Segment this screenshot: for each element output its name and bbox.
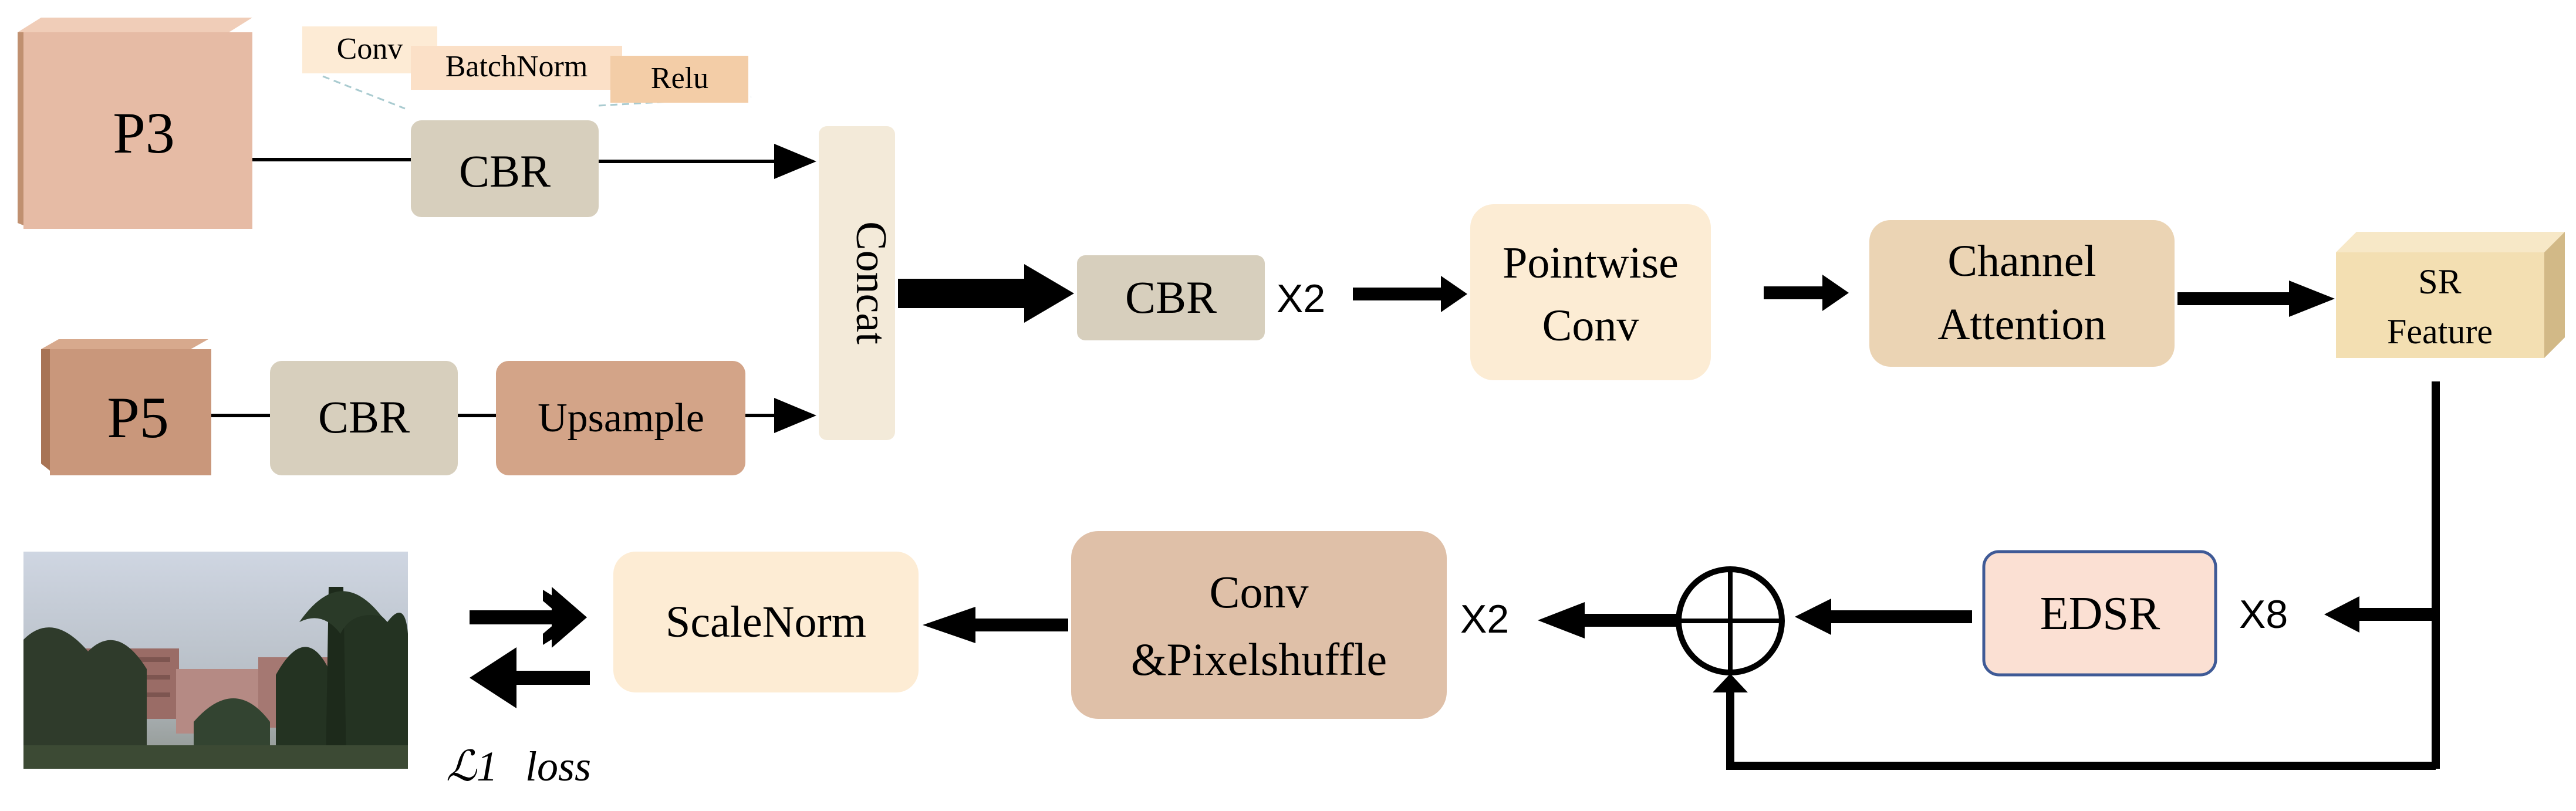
conv-pixelshuffle-label-1: Conv <box>1209 566 1308 617</box>
p3-block: P3 <box>18 18 252 229</box>
edsr-label: EDSR <box>2040 588 2160 640</box>
x2-after-cbr-label: X2 <box>1277 276 1325 321</box>
skip-connection-arrowhead <box>1713 674 1748 692</box>
cbr-legend: Conv BatchNorm Relu <box>302 26 752 110</box>
sr-to-edsr-arrow <box>2324 596 2439 633</box>
p5-block: P5 <box>41 339 211 475</box>
campus-photo-icon <box>23 552 408 769</box>
pointwise-to-channel-arrow <box>1764 275 1849 311</box>
cbr-to-pointwise-arrow <box>1353 276 1467 312</box>
conv-pixelshuffle-label-2: &Pixelshuffle <box>1131 634 1387 685</box>
pointwise-label-2: Conv <box>1542 301 1639 350</box>
sr-feature-block: SR Feature <box>2336 232 2565 358</box>
cbr-mid-block: CBR <box>1077 255 1265 340</box>
batchnorm-tag <box>411 46 622 90</box>
upsample-label: Upsample <box>538 396 704 441</box>
scalenorm-label: ScaleNorm <box>666 597 866 647</box>
cbr-top-block: CBR <box>411 120 599 217</box>
scalenorm-block: ScaleNorm <box>613 552 919 692</box>
concat-to-cbr-arrow <box>898 264 1074 323</box>
channel-attention-label-1: Channel <box>1947 236 2096 286</box>
l1-loss-label: ℒ1 loss <box>446 743 591 790</box>
channel-to-sr-arrow <box>2177 281 2335 317</box>
upsample-block: Upsample <box>496 361 745 475</box>
x2-after-convps-label: X2 <box>1460 597 1509 641</box>
relu-tag-label: Relu <box>651 62 708 95</box>
cbr-p5-block: CBR <box>270 361 458 475</box>
l1-symbol: ℒ1 <box>446 743 498 790</box>
conv-tag-label: Conv <box>337 32 403 66</box>
cbr-mid-label: CBR <box>1125 272 1217 323</box>
skip-connection-line <box>1726 681 2436 770</box>
concat-label: Concat <box>847 221 895 344</box>
channel-attention-block: Channel Attention <box>1869 220 2175 367</box>
edsr-block: EDSR <box>1982 550 2217 677</box>
x8-after-edsr-label: X8 <box>2239 592 2288 637</box>
conv-pixelshuffle-block: Conv &Pixelshuffle <box>1071 531 1447 719</box>
pointwise-conv-block: Pointwise Conv <box>1470 204 1711 380</box>
sr-feature-label-2: Feature <box>2387 312 2493 351</box>
loss-word: loss <box>525 743 591 790</box>
relu-tag <box>610 56 748 103</box>
cbr-top-label: CBR <box>459 146 551 197</box>
p3-label: P3 <box>113 100 175 165</box>
loss-arrows <box>470 587 590 708</box>
p5-label: P5 <box>107 385 169 450</box>
plus-to-convps-arrow <box>1538 602 1679 638</box>
concat-block: Concat <box>819 126 895 440</box>
edsr-to-plus-arrow <box>1795 599 1972 635</box>
pointwise-label-1: Pointwise <box>1503 238 1679 288</box>
residual-sum-node <box>1676 566 1785 675</box>
batchnorm-tag-label: BatchNorm <box>445 50 588 83</box>
convps-to-scalenorm-arrow <box>923 607 1068 643</box>
cbr-p5-label: CBR <box>318 391 410 442</box>
sr-feature-label-1: SR <box>2418 262 2461 301</box>
channel-attention-label-2: Attention <box>1937 300 2106 349</box>
